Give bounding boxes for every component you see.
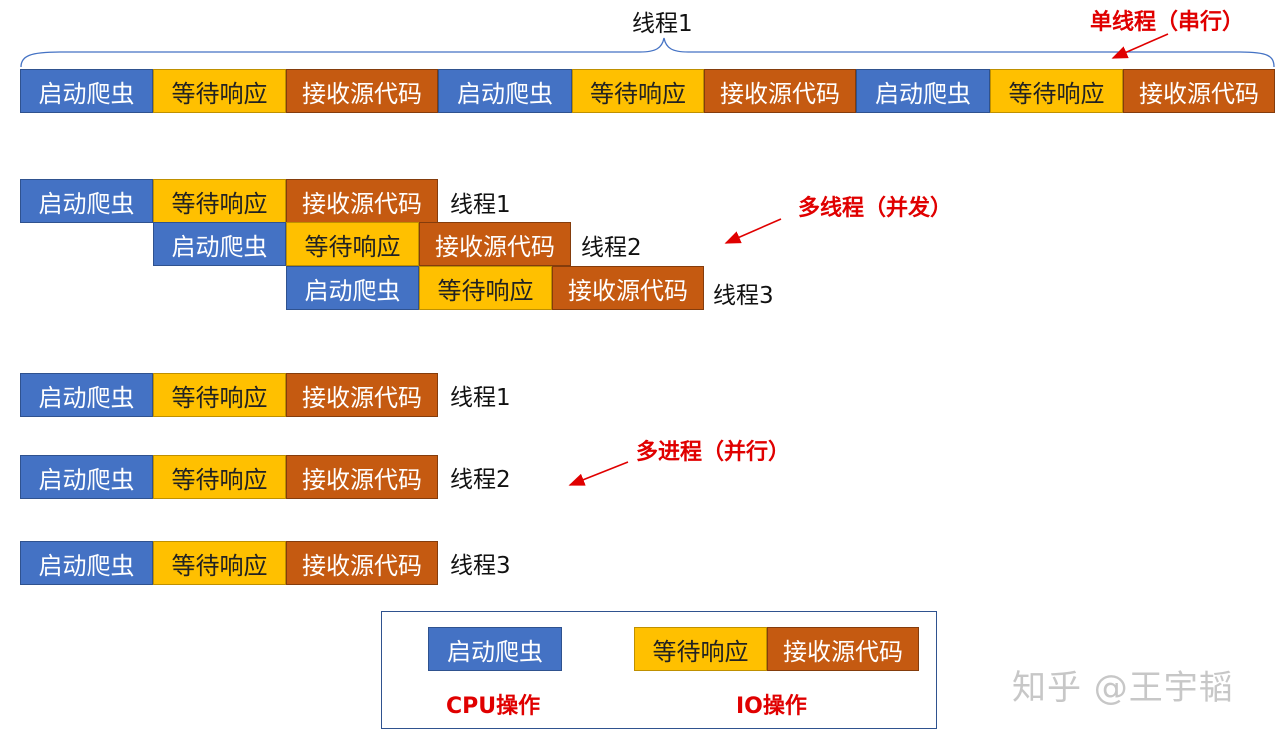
mt-row2-start: 启动爬虫 xyxy=(153,222,286,266)
arrow-multiprocess xyxy=(568,461,629,486)
mt-row3-recv: 接收源代码 xyxy=(552,266,704,310)
legend-cpu-block: 启动爬虫 xyxy=(428,627,562,671)
mt-row2-recv: 接收源代码 xyxy=(419,222,571,266)
mt-row3-wait: 等待响应 xyxy=(419,266,552,310)
single-block-start-3: 启动爬虫 xyxy=(856,69,990,113)
legend-cpu-label: CPU操作 xyxy=(446,694,541,719)
legend-recv-block: 接收源代码 xyxy=(767,627,919,671)
single-block-start-1: 启动爬虫 xyxy=(20,69,153,113)
mp-row2-start: 启动爬虫 xyxy=(20,455,153,499)
mt-row1-start: 启动爬虫 xyxy=(20,179,153,223)
single-block-recv-2: 接收源代码 xyxy=(704,69,856,113)
single-thread-title: 单线程（串行） xyxy=(1090,10,1245,35)
mp-row3-recv: 接收源代码 xyxy=(286,541,438,585)
mp-row1-wait: 等待响应 xyxy=(153,373,286,417)
mt-row2-label: 线程2 xyxy=(581,235,642,261)
single-block-start-2: 启动爬虫 xyxy=(438,69,572,113)
single-block-recv-3: 接收源代码 xyxy=(1123,69,1275,113)
watermark: 知乎 @王宇韬 xyxy=(1012,668,1234,708)
mp-row2-wait: 等待响应 xyxy=(153,455,286,499)
legend-io-label: IO操作 xyxy=(736,694,807,719)
mp-row3-label: 线程3 xyxy=(450,553,511,579)
mp-row1-start: 启动爬虫 xyxy=(20,373,153,417)
mp-row2-label: 线程2 xyxy=(450,467,511,493)
multithread-title: 多线程（并发） xyxy=(798,196,953,221)
mt-row1-label: 线程1 xyxy=(450,192,511,218)
mt-row3-start: 启动爬虫 xyxy=(286,266,419,310)
mt-row1-wait: 等待响应 xyxy=(153,179,286,223)
mp-row3-start: 启动爬虫 xyxy=(20,541,153,585)
mp-row1-recv: 接收源代码 xyxy=(286,373,438,417)
curly-brace xyxy=(20,37,1275,68)
mt-row1-recv: 接收源代码 xyxy=(286,179,438,223)
mt-row2-wait: 等待响应 xyxy=(286,222,419,266)
legend-wait-block: 等待响应 xyxy=(634,627,767,671)
mp-row3-wait: 等待响应 xyxy=(153,541,286,585)
mp-row2-recv: 接收源代码 xyxy=(286,455,438,499)
single-block-wait-1: 等待响应 xyxy=(153,69,286,113)
single-block-wait-2: 等待响应 xyxy=(572,69,704,113)
arrow-single-thread xyxy=(1111,33,1169,59)
single-thread-label: 线程1 xyxy=(632,11,693,37)
mp-row1-label: 线程1 xyxy=(450,385,511,411)
single-block-wait-3: 等待响应 xyxy=(990,69,1123,113)
multiprocess-title: 多进程（并行） xyxy=(636,440,791,465)
single-block-recv-1: 接收源代码 xyxy=(286,69,438,113)
mt-row3-label: 线程3 xyxy=(713,283,774,309)
arrow-multithread xyxy=(724,218,782,244)
